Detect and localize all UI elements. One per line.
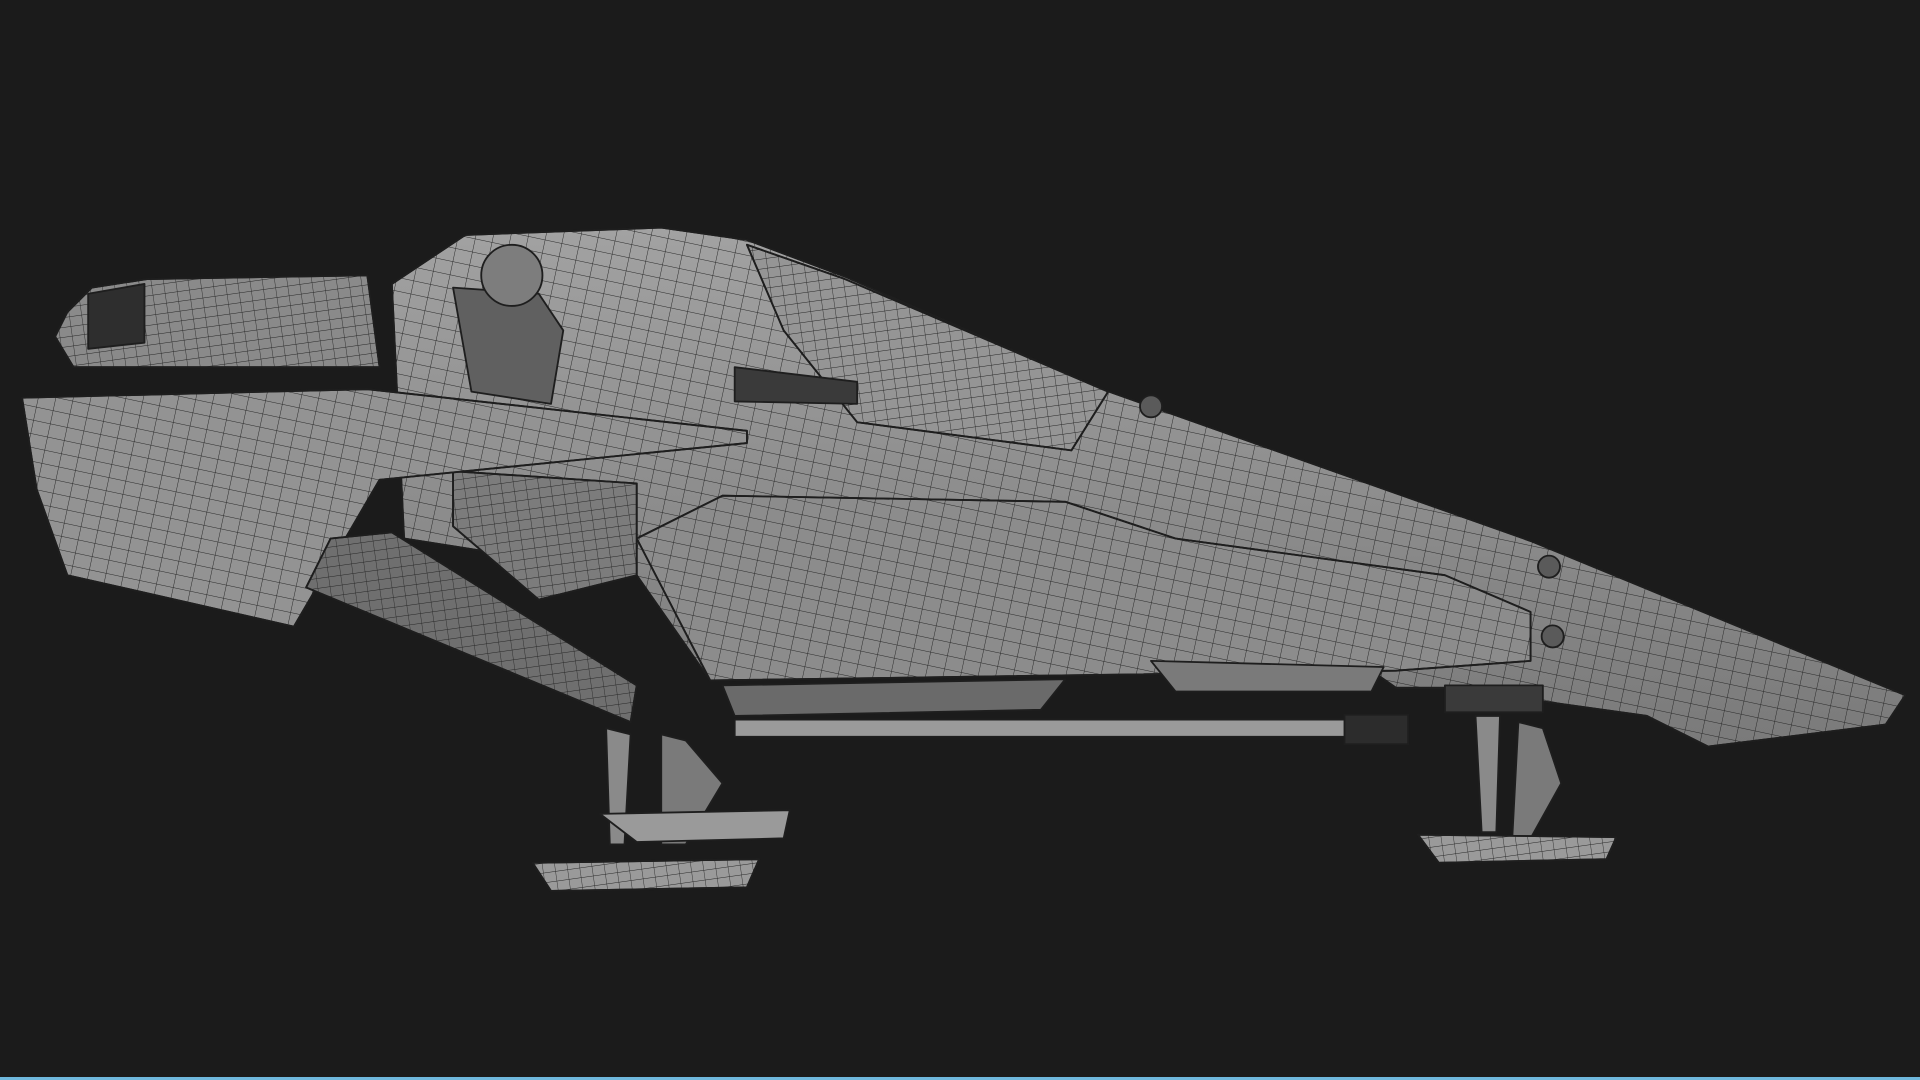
- cannon: [721, 659, 1410, 746]
- viewport-bottom-border: [0, 1077, 1920, 1080]
- top-hatch: [480, 243, 544, 307]
- landing-gear-rear: [1417, 684, 1618, 864]
- canopy-panel: [746, 243, 1110, 452]
- side-panel: [452, 286, 1532, 682]
- engine-nacelle: [54, 274, 381, 369]
- landing-gear-front: [531, 727, 791, 892]
- rear-wing: [21, 388, 748, 723]
